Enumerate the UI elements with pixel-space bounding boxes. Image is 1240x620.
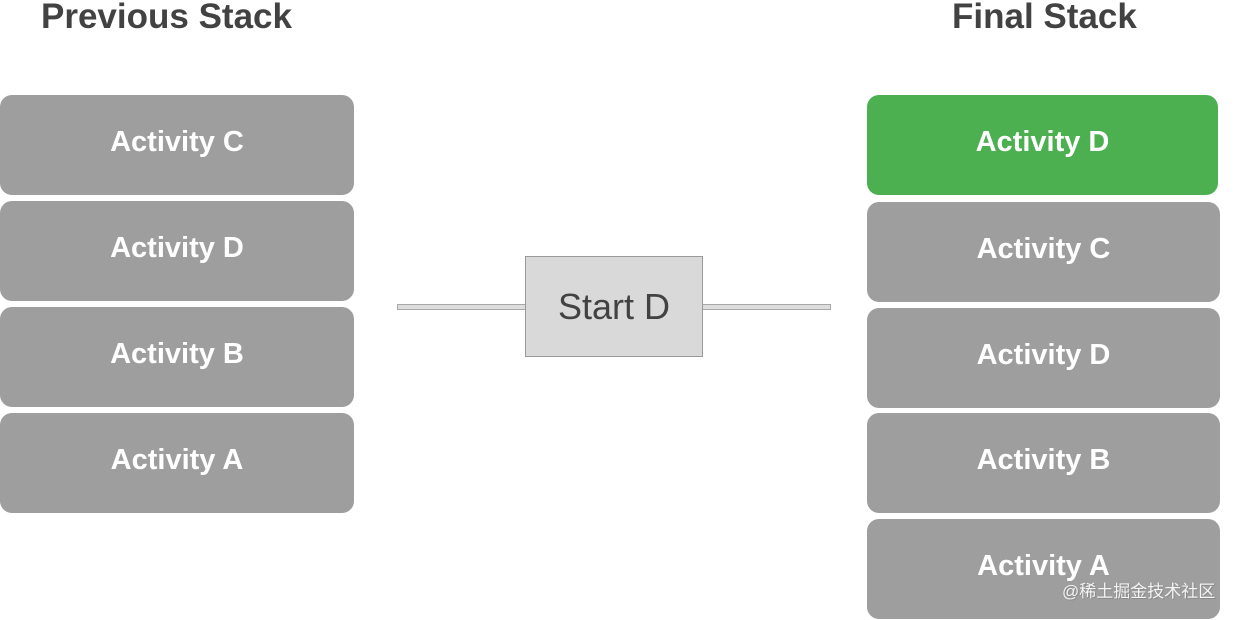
watermark: @稀土掘金技术社区	[1062, 582, 1216, 601]
previous-stack-item-activity-c: Activity C	[0, 95, 354, 195]
previous-stack-item-activity-a: Activity A	[0, 413, 354, 513]
connector-line-left	[397, 304, 527, 310]
final-stack-item-activity-d-new: Activity D	[867, 95, 1218, 195]
final-stack-item-activity-c: Activity C	[867, 202, 1220, 302]
previous-stack-item-activity-d: Activity D	[0, 201, 354, 301]
previous-stack-item-activity-b: Activity B	[0, 307, 354, 407]
connector-line-right	[702, 304, 831, 310]
final-stack-title: Final Stack	[952, 0, 1137, 36]
previous-stack-title: Previous Stack	[41, 0, 292, 36]
final-stack-item-activity-b: Activity B	[867, 413, 1220, 513]
start-d-action-box: Start D	[525, 256, 703, 357]
final-stack-item-activity-a: Activity A	[867, 519, 1220, 619]
final-stack-item-activity-d: Activity D	[867, 308, 1220, 408]
